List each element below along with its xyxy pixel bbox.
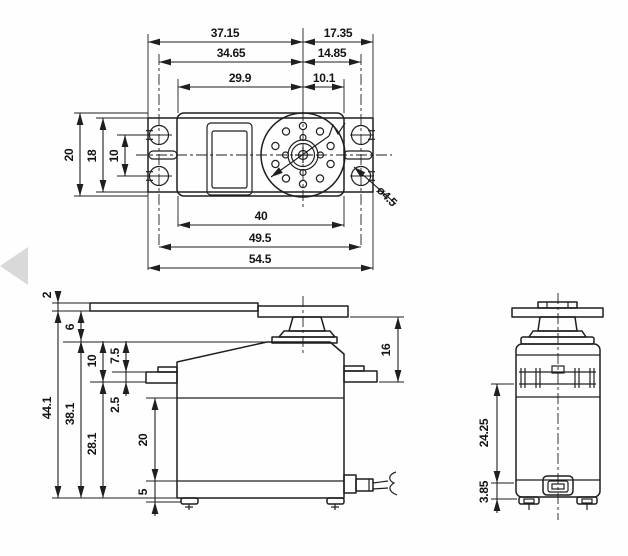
dim-end-h-foot: 3.85 (477, 480, 491, 503)
output-shaft-spline (290, 142, 316, 168)
horn-diagonal-leader (270, 135, 330, 178)
horn-cross-section (511, 301, 604, 345)
horn-disc (511, 307, 604, 318)
dim-side-tab-thickness: 2.5 (108, 396, 122, 412)
case-outline (515, 343, 601, 510)
horn-hub (271, 316, 338, 344)
dim-end-h-lower: 24.25 (477, 418, 491, 447)
top-view: 37.15 17.35 34.65 14.85 29.9 10.1 20 18 … (62, 26, 400, 272)
tab-band (519, 365, 596, 388)
dim-top-hole-pitch: 10 (107, 149, 121, 162)
dim-side-horn-height: 6 (63, 323, 77, 330)
cable (343, 471, 398, 496)
hole-dia-leader (353, 166, 397, 205)
dim-top-w-overall: 54.5 (249, 252, 272, 266)
dim-top-w-screws: 49.5 (249, 231, 272, 245)
dim-side-horn-to-tab: 16 (379, 343, 393, 356)
foot (180, 497, 199, 505)
dim-top-w-right-body: 10.1 (313, 71, 336, 85)
dim-side-h-total: 44.1 (40, 396, 54, 419)
dim-top-h-body: 20 (62, 148, 76, 161)
dim-top-w-body: 40 (255, 209, 268, 223)
dim-side-h-lower: 28.1 (85, 432, 99, 455)
foot-slot (581, 498, 593, 504)
cable-grommet (343, 474, 357, 494)
band-nub (551, 365, 565, 374)
cable-break (389, 471, 398, 496)
side-view: 2 44.1 6 38.1 10 28.1 7.5 2.5 20 5 16 (40, 291, 404, 516)
dim-top-h-flange: 18 (85, 149, 99, 162)
end-view: 24.25 3.85 (477, 293, 604, 520)
dim-top-w-left-overall: 37.15 (211, 26, 240, 40)
side-view-dimensions: 2 44.1 6 38.1 10 28.1 7.5 2.5 20 5 16 (40, 291, 404, 516)
foot-slot (523, 498, 535, 504)
servo-body-outline (176, 112, 345, 197)
end-view-dimensions: 24.25 3.85 (477, 383, 517, 513)
connector (542, 475, 574, 496)
dim-top-w-right-overall: 17.35 (324, 26, 353, 40)
dim-top-w-left-screws: 34.65 (217, 46, 246, 60)
dim-side-top-to-tab-bottom: 10 (85, 354, 99, 367)
arm-cross-section (537, 301, 578, 309)
foot (326, 497, 345, 505)
break-zigzag (328, 122, 346, 137)
left-tab (145, 371, 178, 384)
servo-horn (260, 112, 346, 198)
dim-side-top-to-tab-top: 7.5 (108, 347, 122, 363)
servo-arm (89, 302, 349, 318)
cable-plug (355, 478, 374, 492)
right-tab (343, 370, 378, 383)
dim-top-w-left-body: 29.9 (229, 71, 252, 85)
top-view-dimensions: 37.15 17.35 34.65 14.85 29.9 10.1 20 18 … (62, 26, 400, 272)
dim-side-arm-thickness: 2 (40, 291, 54, 298)
dim-top-w-right-screws: 14.85 (318, 46, 347, 60)
dim-side-h-foot: 5 (136, 488, 150, 495)
dim-top-hole-diameter: ø4.5 (374, 183, 400, 209)
carousel-prev-icon[interactable] (0, 247, 28, 285)
dim-side-h-mid: 20 (136, 433, 150, 446)
label-area (206, 122, 253, 196)
case-outline (145, 341, 378, 510)
dim-side-h-case: 38.1 (63, 402, 77, 425)
